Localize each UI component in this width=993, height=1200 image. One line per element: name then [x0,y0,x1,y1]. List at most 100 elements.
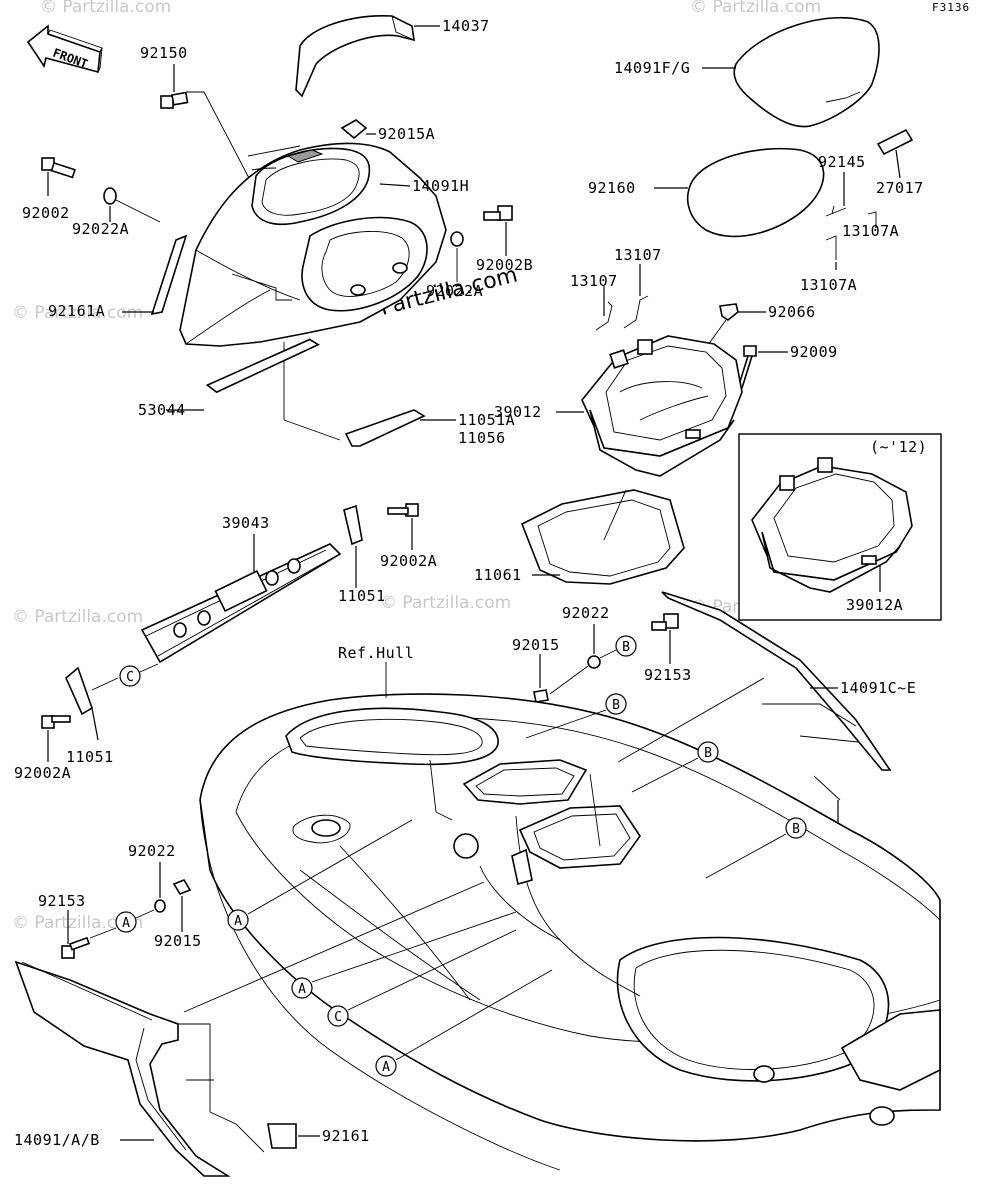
ref-B-2-label: B [612,698,620,713]
label-92002A: 92002A [380,552,437,570]
label-39012: 39012 [494,403,542,421]
part-14091FG [733,16,880,128]
part-11051-2 [65,666,93,716]
inset-box: (~'12) [738,433,942,621]
label-14037: 14037 [442,17,490,35]
ref-A-2 [291,977,313,999]
part-92145 [825,205,847,217]
ref-A-4 [115,911,137,933]
part-11061 [520,489,685,585]
watermark: © Partzilla.com [690,0,821,17]
part-92150-bolt [160,91,189,109]
part-13107A [867,211,877,224]
part-53044 [205,338,320,394]
part-92022-washer-2 [154,899,166,913]
watermark: © Partzilla.com [380,593,511,613]
ref-B [615,635,637,657]
label-14091AB: 14091/A/B [14,1131,100,1149]
label-92153: 92153 [644,666,692,684]
label-11051A: 11051A [458,411,515,429]
label-92161A: 92161A [48,302,105,320]
part-92161A [150,234,188,316]
label-11061: 11061 [474,566,522,584]
watermark: © Partzilla.com [12,607,143,627]
part-14037 [295,15,415,98]
label-92066: 92066 [768,303,816,321]
ref-C [119,665,141,687]
label-92150: 92150 [140,44,188,62]
figure-code: F3136 [932,1,970,14]
label-92153-2: 92153 [38,892,86,910]
part-92160 [686,147,825,238]
label-92022: 92022 [562,604,610,622]
part-92015A [340,119,368,140]
label-92145: 92145 [818,153,866,171]
ref-A-label: A [234,914,242,929]
ref-hull-label: Ref.Hull [338,644,414,662]
ref-C-label: C [126,670,134,685]
part-92022A-washer [103,187,117,205]
inset-label: (~'12) [870,438,927,456]
part-92153-bolt-2 [61,936,90,959]
part-92015-nut [533,689,549,703]
label-13107-1: 13107 [570,272,618,290]
part-14091H [179,142,447,347]
label-92022-2: 92022 [128,842,176,860]
watermark: © Partzilla.com [12,913,143,933]
label-92022A-2: 92022A [426,282,483,300]
part-13107-1 [595,301,613,331]
watermark: © Partzilla.com [40,0,171,17]
label-11056: 11056 [458,429,506,447]
watermark: © Partzilla.com [12,303,143,323]
ref-B-label: B [622,640,630,655]
label-92015A: 92015A [378,125,435,143]
ref-A-2-label: A [298,982,306,997]
part-92002-bolt [41,157,76,179]
part-92022A-washer-2 [450,231,464,247]
part-11051 [343,504,363,546]
ref-B-3 [697,741,719,763]
label-14091FG: 14091F/G [614,59,690,77]
label-11051-2: 11051 [66,748,114,766]
ref-A-3-label: A [382,1060,390,1075]
label-27017: 27017 [876,179,924,197]
label-92015-2: 92015 [154,932,202,950]
part-92015-nut-2 [172,879,192,895]
ref-C-2-label: C [334,1010,342,1025]
part-92066 [719,303,739,321]
part-13107A-2 [825,235,837,260]
part-92022-washer [587,655,601,669]
part-13107-2 [623,295,649,329]
label-92015: 92015 [512,636,560,654]
ref-A-3 [375,1055,397,1077]
label-92160: 92160 [588,179,636,197]
label-92009: 92009 [790,343,838,361]
part-11051A [344,409,426,447]
label-13107-2: 13107 [614,246,662,264]
label-13107A: 13107A [842,222,899,240]
part-92002A-bolt [387,503,419,517]
label-92161-2: 92161 [322,1127,370,1145]
label-39043: 39043 [222,514,270,532]
hull-reference [199,693,941,1171]
part-92161-2 [267,1123,297,1149]
part-14091AB [14,960,265,1177]
part-92002B-bolt [483,205,513,221]
ref-B-2 [605,693,627,715]
label-92002A-2: 92002A [14,764,71,782]
ref-B-4-label: B [792,822,800,837]
label-92002B: 92002B [476,256,533,274]
part-92161 [813,775,841,801]
label-14091CE: 14091C~E [840,679,916,697]
ref-C-2 [327,1005,349,1027]
ref-B-3-label: B [704,746,712,761]
ref-A [227,909,249,931]
ref-B-4 [785,817,807,839]
label-13107A-2: 13107A [800,276,857,294]
ref-A-4-label: A [122,916,130,931]
label-39012A: 39012A [846,596,903,614]
part-92002A-bolt-2 [41,715,71,729]
label-92022A: 92022A [72,220,129,238]
part-27017 [876,128,914,156]
